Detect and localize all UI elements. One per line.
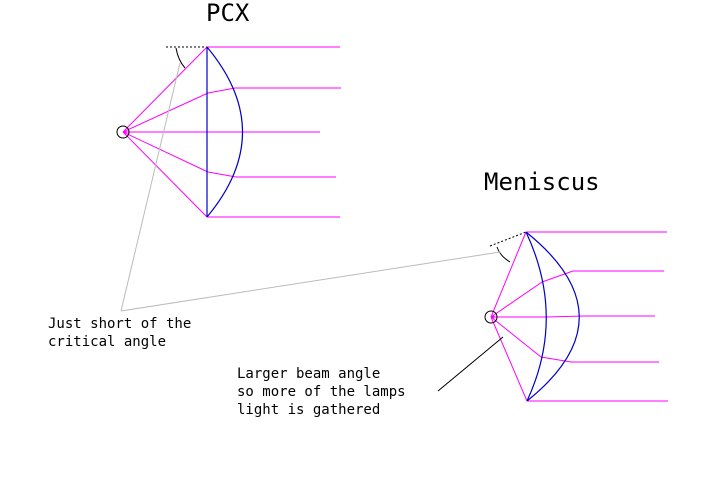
pcx-lamp-icon — [116, 125, 130, 139]
critical-angle-label-line-1: Just short of the — [48, 316, 191, 332]
pcx-title: PCX — [206, 0, 250, 27]
beam-angle-label-line-1: Larger beam angle — [237, 366, 380, 382]
pcx-output-rays — [207, 46, 341, 218]
pcx-ray-in-2 — [122, 92, 209, 133]
beam-angle-leader — [437, 336, 504, 392]
meniscus-ray-mid-3 — [545, 315, 586, 318]
beam-angle-annotation: Larger beam angle so more of the lamps l… — [237, 336, 504, 418]
critical-angle-leader-meniscus — [120, 251, 501, 312]
pcx-lamp-filament — [123, 130, 127, 134]
pcx-ray-mid-4 — [207, 171, 237, 178]
meniscus-lamp-filament — [491, 315, 495, 319]
meniscus-ray-in-4 — [490, 316, 542, 358]
pcx-ray-in-1 — [122, 46, 208, 133]
beam-angle-label-line-2: so more of the lamps — [237, 384, 406, 400]
meniscus-lamp-icon — [484, 310, 498, 324]
meniscus-lens-group: Meniscus — [484, 168, 668, 402]
pcx-incident-rays — [122, 46, 209, 218]
meniscus-reference-dotted-line — [489, 231, 527, 247]
meniscus-ray-mid-2 — [541, 270, 574, 283]
beam-angle-label-line-3: light is gathered — [237, 402, 380, 418]
meniscus-title: Meniscus — [484, 168, 600, 196]
pcx-ray-in-5 — [122, 131, 208, 218]
meniscus-output-rays — [526, 231, 668, 402]
critical-angle-label-line-2: critical angle — [48, 334, 166, 350]
meniscus-incident-rays — [490, 231, 546, 402]
meniscus-ray-mid-4 — [540, 356, 572, 363]
pcx-lens-group: PCX — [116, 0, 341, 218]
meniscus-refracted-rays — [540, 270, 586, 363]
meniscus-angle-arc — [496, 246, 511, 263]
pcx-ray-mid-2 — [207, 87, 236, 94]
meniscus-lens-outer-face — [525, 231, 580, 402]
pcx-ray-in-4 — [122, 131, 209, 173]
critical-angle-annotation: Just short of the critical angle — [48, 62, 501, 350]
meniscus-lens-inner-face — [525, 231, 547, 402]
meniscus-ray-in-2 — [490, 281, 543, 318]
meniscus-ray-in-5 — [490, 316, 528, 402]
pcx-lens-convex-face — [206, 46, 243, 218]
pcx-refracted-rays — [207, 87, 237, 178]
critical-angle-leader-pcx — [120, 62, 181, 312]
pcx-angle-arc — [175, 47, 186, 69]
meniscus-ray-in-1 — [490, 231, 527, 318]
